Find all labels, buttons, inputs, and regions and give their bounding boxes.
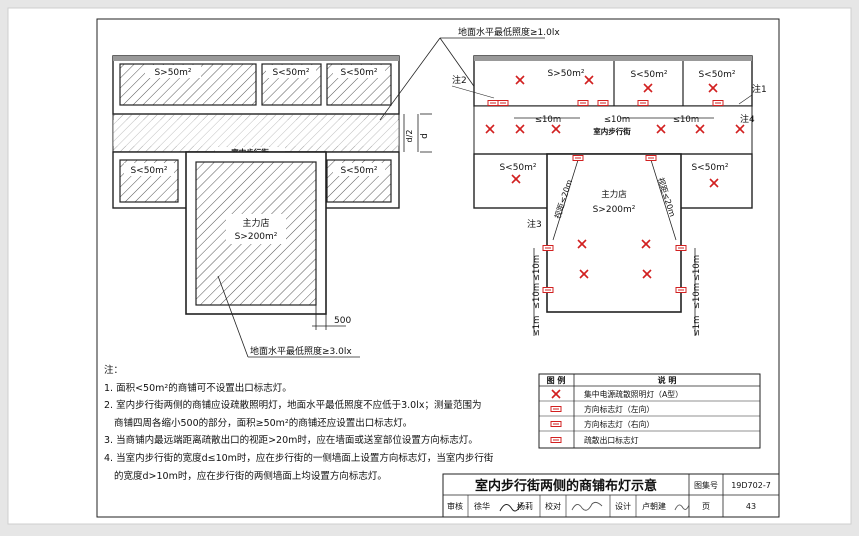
note-3-label: 注3 (527, 218, 542, 230)
dim-right-10m-2: ≤10m (692, 283, 702, 309)
dim-left-1m: ≤1m (532, 316, 542, 337)
label-shop-small-top-2: S<50m² (340, 68, 377, 78)
callout-top-illuminance: 地面水平最低照度≥1.0lx (458, 26, 560, 38)
note-item-4-cont: 的宽度d>10m时，应在步行街的两侧墙面上均设置方向标志灯。 (114, 470, 387, 482)
review-name: 徐华 (474, 501, 490, 511)
label-shop-small-bottom-2: S<50m² (340, 166, 377, 176)
dim-right-1m: ≤1m (692, 316, 702, 337)
dim-left-10m-2: ≤10m (532, 283, 542, 309)
atlas-label: 图集号 (694, 480, 718, 490)
note-item-2: 2. 室内步行街两侧的商铺应设疏散照明灯，地面水平最低照度不应低于3.0lx；测… (104, 400, 482, 412)
page-number: 43 (746, 502, 756, 511)
legend-header-symbol: 图 例 (547, 375, 566, 385)
spacing-10m-3: ≤10m (673, 115, 699, 125)
check-name: 杨莉 (517, 501, 533, 511)
label-main-store-area-right: S>200m² (593, 205, 636, 215)
note-item-2-cont: 商铺四周各缩小500的部分，面积≥50m²的商铺还应设置出口标志灯。 (114, 417, 413, 429)
legend-header-desc: 说 明 (658, 375, 677, 385)
review-signature (499, 502, 523, 512)
drawing-title: 室内步行街两侧的商铺布灯示意 (475, 478, 657, 494)
note-4-label: 注4 (740, 113, 755, 125)
review-label: 审核 (447, 501, 463, 511)
check-label: 校对 (545, 501, 561, 511)
label-street-right: 室内步行街 (593, 126, 631, 136)
dim-d2: d/2 (405, 130, 414, 143)
dim-left-10m-1: ≤10m (532, 255, 542, 281)
label-shop-small-right-2: S<50m² (698, 70, 735, 80)
main-store-left (195, 161, 317, 306)
legend: 图 例 说 明 集中电源疏散照明灯（A型） 方向标志灯（左向） 方向标志灯（右向… (538, 373, 761, 449)
callout-bottom-illuminance: 地面水平最低照度≥3.0lx (250, 345, 352, 357)
notes-block: 注： 1. 面积<50m²的商铺可不设置出口标志灯。 2. 室内步行街两侧的商铺… (104, 362, 494, 485)
sheet-frame (96, 18, 780, 518)
dim-right-10m-1: ≤10m (692, 255, 702, 281)
label-shop-large-right: S>50m² (547, 69, 584, 79)
spacing-10m-2: ≤10m (604, 115, 630, 125)
label-shop-small-right-3: S<50m² (499, 163, 536, 173)
dim-d: d (420, 133, 430, 139)
exit-sign-icon (550, 437, 562, 443)
page-label: 页 (702, 502, 710, 511)
label-shop-small-bottom-1: S<50m² (130, 166, 167, 176)
dim-500: 500 (334, 316, 351, 326)
label-shop-large-top: S>50m² (154, 68, 191, 78)
note-2-label: 注2 (452, 74, 467, 86)
arrow-right-sign-icon (550, 421, 562, 427)
note-item-3: 3. 当商铺内最远端距离疏散出口的视距>20m时，应在墙面或送室部位设置方向标志… (104, 435, 478, 447)
title-block: 室内步行街两侧的商铺布灯示意 图集号 19D702-7 审核 徐华 校对 杨莉 … (442, 473, 780, 518)
label-shop-small-right-4: S<50m² (691, 163, 728, 173)
label-main-store-left: 主力店 (242, 217, 269, 229)
spacing-10m-1: ≤10m (535, 115, 561, 125)
legend-row-2: 方向标志灯（左向） (584, 404, 654, 414)
note-1-label: 注1 (752, 83, 767, 95)
check-signature (571, 501, 603, 511)
design-name: 卢朝建 (642, 501, 666, 511)
note-item-1: 1. 面积<50m²的商铺可不设置出口标志灯。 (104, 382, 292, 394)
legend-row-3: 方向标志灯（右向） (584, 419, 654, 429)
right-plan: S>50m² S<50m² S<50m² 室内步行街 ≤10m ≤10m ≤10… (451, 55, 767, 337)
legend-row-4: 疏散出口标志灯 (584, 435, 639, 445)
left-plan: S>50m² S<50m² S<50m² 室内步行街 d/2 d S<50m² … (112, 26, 560, 358)
legend-row-1: 集中电源疏散照明灯（A型） (584, 389, 683, 399)
arrow-left-sign-icon (550, 406, 562, 412)
design-label: 设计 (615, 501, 631, 511)
label-main-store-area-left: S>200m² (235, 232, 278, 242)
label-shop-small-top-1: S<50m² (272, 68, 309, 78)
label-main-store-right: 主力店 (601, 189, 627, 200)
atlas-number: 19D702-7 (731, 481, 771, 490)
main-store-right (546, 153, 682, 313)
label-shop-small-right-1: S<50m² (630, 70, 667, 80)
notes-title: 注： (104, 365, 124, 376)
note-item-4: 4. 当室内步行街的宽度d≤10m时，应在步行街的一侧墙面上设置方向标志灯，当室… (104, 452, 494, 464)
design-signature (674, 504, 690, 511)
